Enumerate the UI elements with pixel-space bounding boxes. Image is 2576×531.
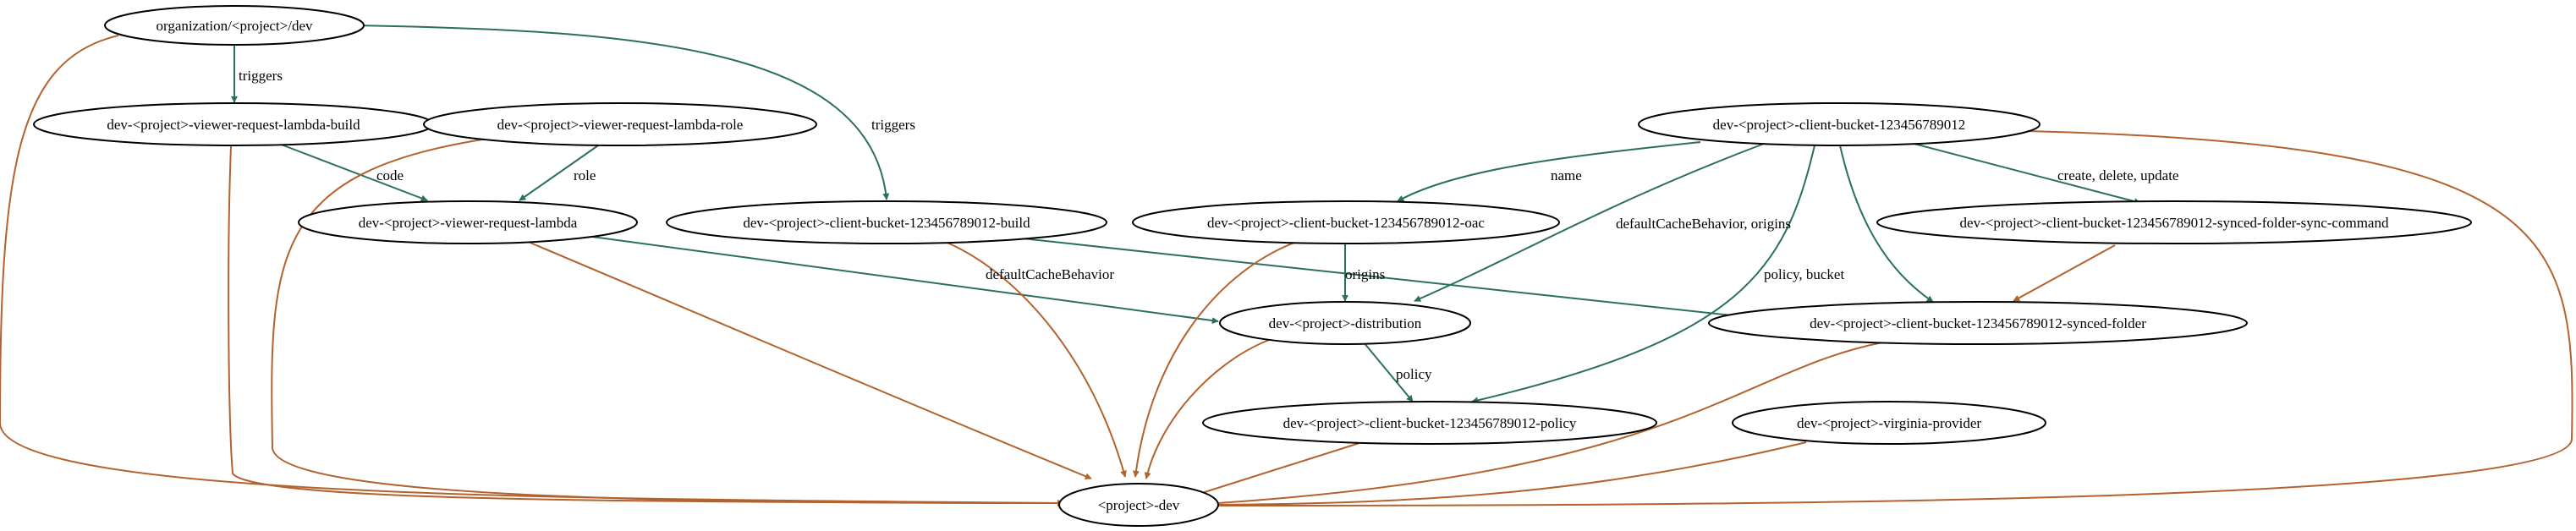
node-distribution[interactable]: dev-<project>-distribution: [1219, 301, 1471, 345]
node-label: dev-<project>-viewer-request-lambda-role: [497, 117, 744, 133]
edge-client-bucket-to-sync-command: [1907, 141, 2141, 205]
edge-client-bucket-to-oac: [1397, 141, 1701, 202]
nodes: organization/<project>/dev dev-<project>…: [33, 5, 2472, 527]
node-label: dev-<project>-client-bucket-123456789012: [1713, 117, 1966, 133]
edge-lambda-build-to-project-dev: [228, 145, 1064, 506]
green-edges: [231, 25, 2141, 404]
edge-lambda-to-project-dev: [525, 240, 1092, 479]
node-lambda-role[interactable]: dev-<project>-viewer-request-lambda-role: [423, 102, 817, 146]
edge-distribution-to-project-dev: [1144, 339, 1270, 479]
edge-policy-to-project-dev: [1188, 441, 1363, 499]
edge-distribution-to-policy: [1363, 342, 1414, 402]
node-lambda-build[interactable]: dev-<project>-viewer-request-lambda-buil…: [33, 102, 434, 146]
orange-edges: [0, 35, 2573, 509]
edge-org-to-client-bucket-build: [354, 25, 890, 200]
edge-virginia-provider-to-project-dev: [1205, 441, 1807, 508]
node-label: dev-<project>-client-bucket-123456789012…: [1283, 415, 1577, 431]
node-org[interactable]: organization/<project>/dev: [104, 5, 365, 46]
edge-client-bucket-to-distribution: [1414, 143, 1765, 302]
node-label: <project>-dev: [1098, 497, 1180, 513]
edge-client-bucket-to-project-dev: [1205, 130, 2573, 509]
node-label: dev-<project>-client-bucket-123456789012…: [743, 215, 1030, 231]
edge-synced-folder-to-project-dev: [1205, 342, 1883, 507]
node-label: dev-<project>-client-bucket-123456789012…: [1810, 315, 2146, 331]
edge-lambda-build-to-lambda: [278, 143, 428, 202]
node-label: organization/<project>/dev: [156, 18, 313, 34]
node-virginia-provider[interactable]: dev-<project>-virginia-provider: [1732, 401, 2046, 445]
node-synced-folder[interactable]: dev-<project>-client-bucket-123456789012…: [1708, 301, 2248, 345]
node-policy[interactable]: dev-<project>-client-bucket-123456789012…: [1202, 401, 1657, 445]
node-label: dev-<project>-viewer-request-lambda: [359, 215, 578, 231]
node-label: dev-<project>-client-bucket-123456789012…: [1960, 215, 2389, 231]
edge-client-bucket-build-to-project-dev: [942, 240, 1127, 478]
edge-label-code: code: [376, 167, 404, 183]
node-label: dev-<project>-distribution: [1269, 315, 1422, 331]
node-client-bucket[interactable]: dev-<project>-client-bucket-123456789012: [1638, 102, 2040, 146]
edge-label-policy-bucket: policy, bucket: [1764, 266, 1844, 282]
node-oac[interactable]: dev-<project>-client-bucket-123456789012…: [1132, 200, 1560, 244]
edge-label-default-cache-behavior: defaultCacheBehavior: [986, 266, 1114, 282]
edge-label-policy: policy: [1396, 366, 1432, 382]
node-label: dev-<project>-viewer-request-lambda-buil…: [107, 117, 360, 133]
edge-client-bucket-to-policy: [1471, 145, 1815, 404]
edge-labels: triggers triggers code role name create,…: [239, 68, 2178, 382]
edge-label-triggers: triggers: [239, 68, 283, 84]
edge-lambda-role-to-project-dev: [271, 136, 1064, 506]
edge-sync-command-to-synced-folder: [2013, 244, 2116, 302]
node-label: dev-<project>-client-bucket-123456789012…: [1207, 215, 1485, 231]
edge-lambda-role-to-lambda: [519, 143, 601, 201]
edge-client-bucket-to-synced-folder: [1839, 145, 1934, 303]
edge-oac-to-project-dev: [1132, 240, 1299, 478]
edge-label-name: name: [1551, 167, 1582, 183]
edge-label-triggers: triggers: [871, 117, 915, 133]
edge-label-role: role: [574, 167, 596, 183]
node-label: dev-<project>-virginia-provider: [1797, 415, 1981, 431]
node-lambda[interactable]: dev-<project>-viewer-request-lambda: [298, 200, 638, 244]
edge-lambda-to-distribution: [591, 236, 1219, 324]
node-sync-command[interactable]: dev-<project>-client-bucket-123456789012…: [1876, 200, 2472, 244]
edge-label-origins: origins: [1345, 266, 1385, 282]
edge-label-create-delete-update: create, delete, update: [2057, 167, 2178, 183]
node-project-dev[interactable]: <project>-dev: [1058, 483, 1219, 527]
edge-label-default-cache-behavior-origins: defaultCacheBehavior, origins: [1616, 216, 1791, 232]
edge-client-bucket-build-to-synced-folder: [1006, 236, 1748, 320]
node-client-bucket-build[interactable]: dev-<project>-client-bucket-123456789012…: [666, 200, 1107, 244]
